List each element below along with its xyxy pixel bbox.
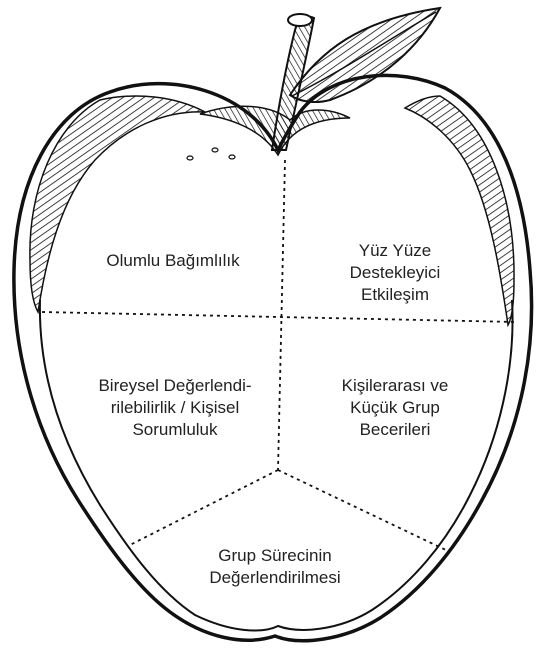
stem-tip: [288, 14, 312, 26]
section-positive-interdependence: Olumlu Bağımlılık: [78, 250, 268, 272]
section-dividers: [42, 160, 516, 552]
left-rim-shading: [30, 96, 205, 312]
section-individual-accountability: Bireysel Değerlendi- rilebilirlik / Kişi…: [70, 375, 280, 441]
section-interpersonal-skills: Kişilerarası ve Küçük Grup Becerileri: [295, 375, 495, 441]
section-face-to-face-interaction: Yüz Yüze Destekleyici Etkileşim: [300, 240, 490, 306]
section-group-processing: Grup Sürecinin Değerlendirilmesi: [175, 545, 375, 589]
